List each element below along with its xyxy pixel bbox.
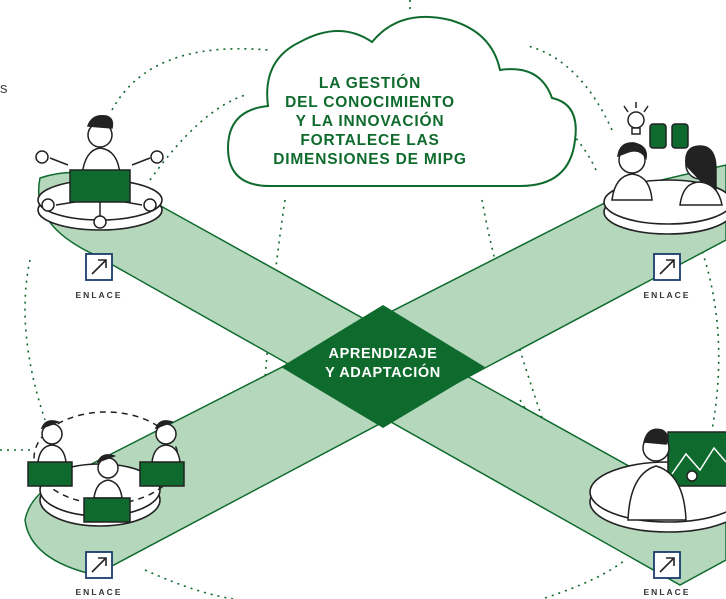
cloud-line: LA GESTIÓN — [318, 75, 422, 92]
link-box-bottom-left[interactable] — [85, 551, 113, 579]
cloud-shape — [226, 15, 577, 187]
team-network-icon — [27, 411, 185, 523]
link-label-bottom-left[interactable]: ENLACE — [75, 587, 123, 597]
edge-text: s — [0, 80, 8, 97]
cloud-line: FORTALECE LAS — [300, 132, 440, 149]
external-link-icon — [98, 259, 107, 268]
external-link-icon — [666, 259, 675, 268]
center-line: Y ADAPTACIÓN — [325, 365, 441, 381]
link-box-top-left[interactable] — [85, 253, 113, 281]
cloud-title: LA GESTIÓN DEL CONOCIMIENTO Y LA INNOVAC… — [236, 74, 504, 169]
link-box-top-right[interactable] — [653, 253, 681, 281]
cloud-line: DIMENSIONES DE MIPG — [273, 151, 467, 168]
lightbulb-icon — [623, 102, 649, 135]
center-diamond — [281, 305, 485, 428]
center-label: APRENDIZAJE Y ADAPTACIÓN — [300, 345, 466, 383]
database-icon — [649, 123, 689, 149]
collaborators-icon — [611, 102, 723, 206]
external-link-icon — [666, 557, 675, 566]
external-link-icon — [98, 557, 107, 566]
cloud-line: Y LA INNOVACIÓN — [295, 113, 445, 130]
link-label-bottom-right[interactable]: ENLACE — [643, 587, 691, 597]
center-line: APRENDIZAJE — [328, 346, 438, 362]
person-with-laptop-icon — [35, 114, 164, 229]
link-label-top-right[interactable]: ENLACE — [643, 290, 691, 300]
link-label-top-left[interactable]: ENLACE — [75, 290, 123, 300]
presenter-chart-icon — [627, 428, 726, 521]
cloud-line: DEL CONOCIMIENTO — [285, 94, 455, 111]
link-box-bottom-right[interactable] — [653, 551, 681, 579]
